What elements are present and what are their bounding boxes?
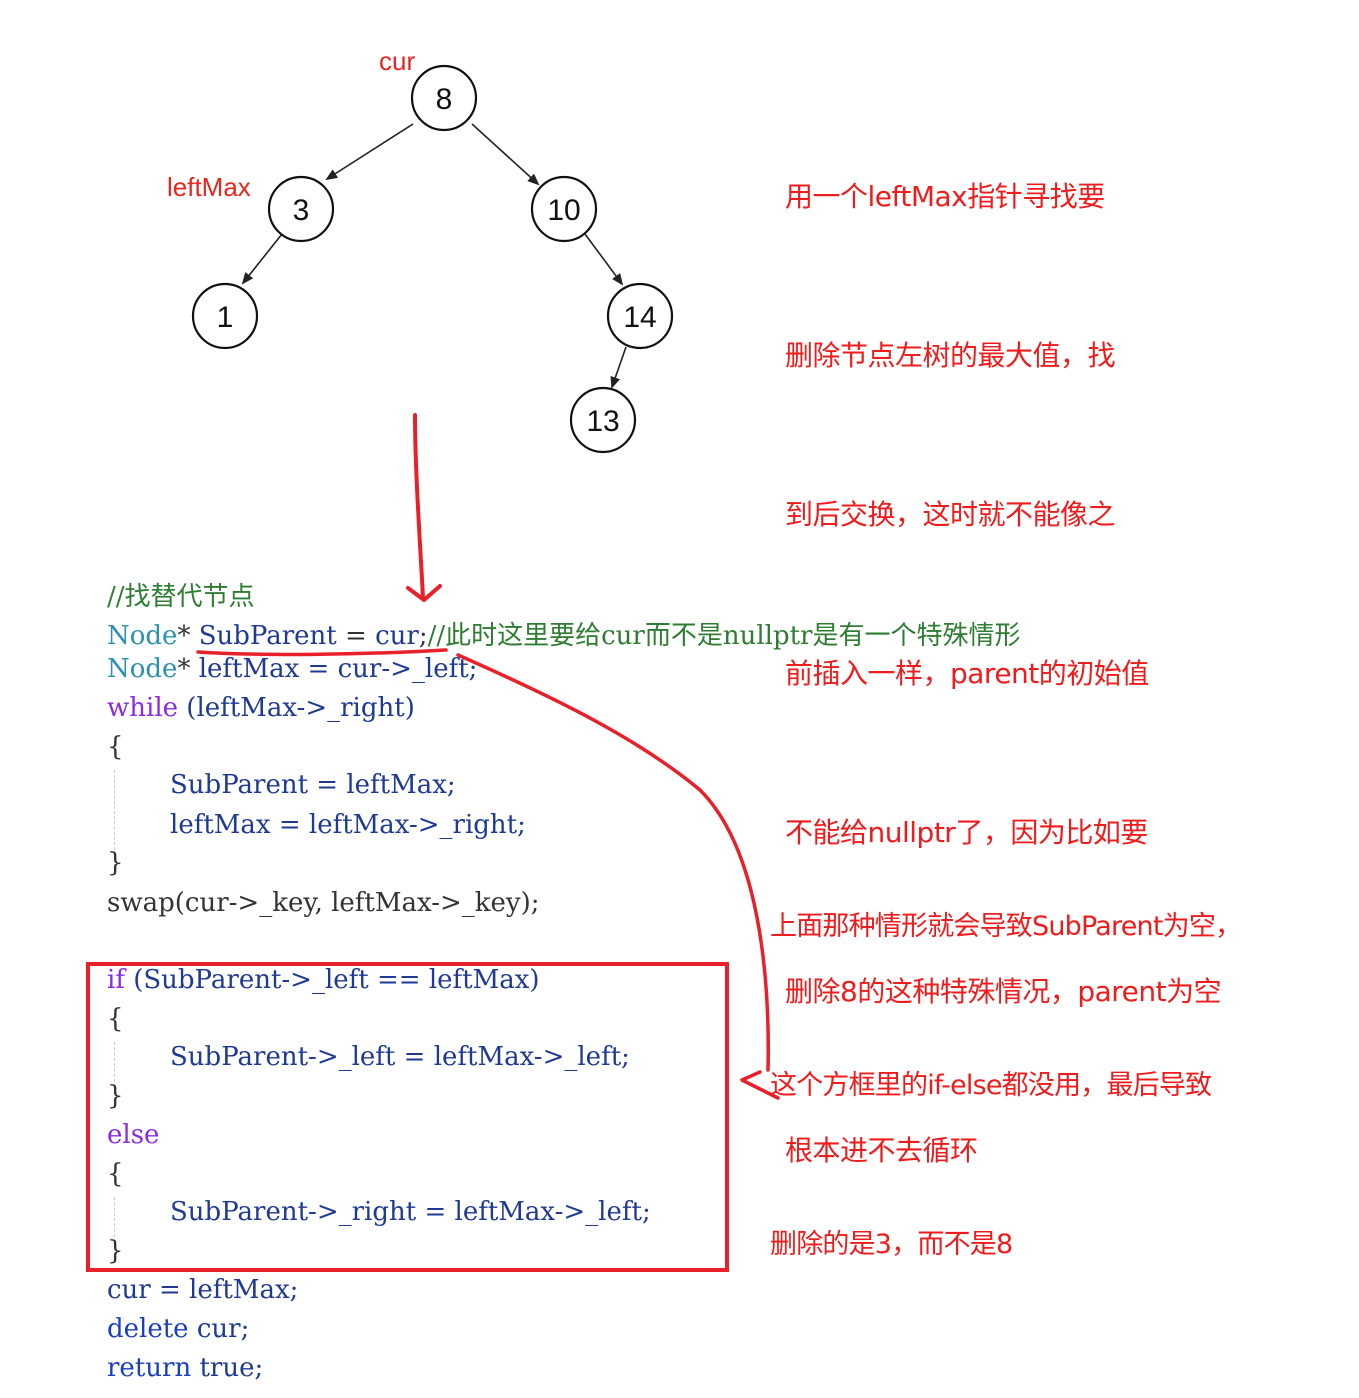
code-line-while: while (leftMax->_right) [107,693,415,723]
code-line-if-body: SubParent->_left = leftMax->_left; [170,1042,630,1072]
code-comment-special-case: //此时这里要给cur而不是nullptr是有一个特殊情形 [427,621,1021,651]
tree-node-13: 13 [569,386,637,454]
code-token-subparent: SubParent [198,621,337,651]
code-comment-find-replacement: //找替代节点 [107,582,255,612]
tree-edge-10-14 [584,233,624,286]
code-line-subparent: Node* SubParent = cur;//此时这里要给cur而不是null… [107,615,1021,652]
annotation-line: 删除节点左树的最大值，找 [785,339,1116,372]
red-curved-arrow [456,653,770,1072]
code-brace-open: { [107,1004,124,1034]
code-keyword-if: if [107,965,125,995]
code-token-rest: cur; [188,1314,250,1344]
annotation-line: 根本进不去循环 [785,1134,978,1167]
code-token-type: Node [107,621,178,651]
annotation-line: 这个方框里的if-else都没用，最后导致 [770,1070,1212,1101]
code-line-delete: delete cur; [107,1314,249,1344]
code-line-while-body-2: leftMax = leftMax->_right; [170,810,526,840]
code-brace-open: { [107,1159,124,1189]
annotation-line: 用一个leftMax指针寻找要 [785,180,1105,213]
tree-node-3: 3 [267,175,335,243]
tree-edge-8-3 [325,123,414,181]
annotation-line: 上面那种情形就会导致SubParent为空， [770,911,1242,942]
tree-node-label: 8 [436,83,453,116]
code-brace-open: { [107,732,124,762]
code-token-rest: (SubParent->_left == leftMax) [124,965,540,995]
code-token-star: * [177,621,199,651]
indent-guide [114,1197,115,1237]
code-line-else-body: SubParent->_right = leftMax->_left; [170,1197,651,1227]
code-token-semi: ; [418,621,428,651]
red-down-arrow [413,413,425,600]
tree-node-label: 10 [547,194,580,227]
cur-pointer-label: cur [379,46,415,76]
code-line-while-body-1: SubParent = leftMax; [170,770,456,800]
code-token-eq: = [336,621,376,651]
code-brace-close: } [107,848,124,878]
code-line-cur-assign: cur = leftMax; [107,1275,299,1305]
tree-edge-8-10 [471,123,540,186]
tree-edge-14-13 [610,346,627,389]
annotation-subparent-null: 上面那种情形就会导致SubParent为空， 这个方框里的if-else都没用，… [770,794,1242,1324]
annotation-line: 不能给nullptr了，因为比如要 [785,816,1148,849]
code-keyword-delete: delete [107,1314,189,1344]
code-keyword-return: return [107,1353,192,1383]
code-brace-close: } [107,1081,124,1111]
indent-guide [114,770,115,850]
annotation-line: 删除8的这种特殊情况，parent为空 [785,975,1222,1008]
code-token-cur: cur [375,621,419,651]
code-token-rest: (leftMax->_right) [178,693,415,723]
tree-node-label: 1 [217,301,234,334]
code-token-rest: true; [191,1353,264,1383]
tree-node-label: 3 [293,194,310,227]
tree-node-10: 10 [530,175,598,243]
red-down-arrowhead [406,584,442,602]
code-token-type: Node [107,654,178,684]
code-line-leftmax: Node* leftMax = cur->_left; [107,654,477,684]
leftmax-pointer-label: leftMax [167,172,251,202]
red-underline [196,648,448,657]
code-brace-close: } [107,1236,124,1266]
code-keyword-while: while [107,693,179,723]
tree-node-label: 14 [623,301,656,334]
tree-node-14: 14 [606,282,674,350]
code-keyword-else: else [107,1120,160,1150]
indent-guide [114,1042,115,1082]
annotation-line: 到后交换，这时就不能像之 [785,498,1116,531]
annotation-line: 前插入一样，parent的初始值 [785,657,1149,690]
tree-node-8: 8 [410,64,478,132]
code-line-return: return true; [107,1353,263,1383]
red-curved-arrowhead [740,1070,780,1100]
code-token-rest: leftMax = cur->_left; [198,654,478,684]
tree-edge-3-1 [241,233,283,285]
code-token-star: * [177,654,199,684]
highlight-box-if-else [86,962,729,1272]
annotation-line: 删除的是3，而不是8 [770,1229,1013,1260]
code-line-if: if (SubParent->_left == leftMax) [107,965,540,995]
code-line-swap: swap(cur->_key, leftMax->_key); [107,888,540,918]
tree-node-1: 1 [191,282,259,350]
tree-node-label: 13 [586,405,619,438]
annotation-leftmax-explanation: 用一个leftMax指针寻找要 删除节点左树的最大值，找 到后交换，这时就不能像… [785,64,1222,1230]
